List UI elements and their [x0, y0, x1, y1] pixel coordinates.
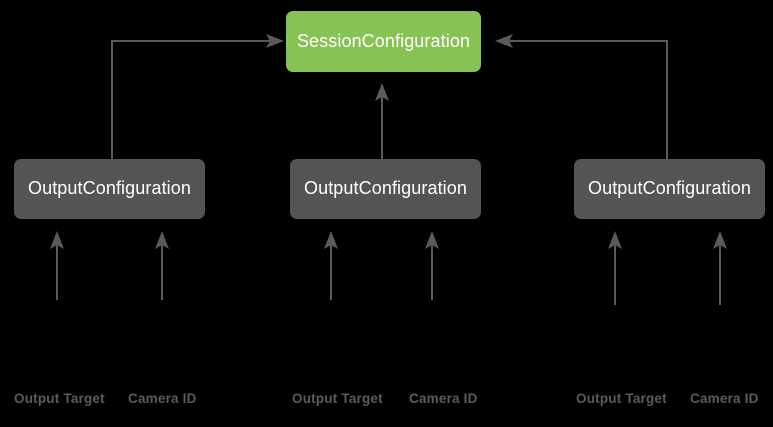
node-output-configuration-1-label: OutputConfiguration: [27, 178, 191, 199]
edge-field2-to-output1: [155, 231, 169, 300]
node-output-configuration-2[interactable]: OutputConfiguration: [290, 159, 481, 219]
arrowhead-icon: [324, 231, 338, 249]
edge-field3-to-output2: [324, 231, 338, 300]
arrowhead-icon: [155, 231, 169, 249]
arrowhead-icon: [608, 231, 622, 249]
node-output-configuration-3[interactable]: OutputConfiguration: [574, 159, 765, 219]
field-label-camera-id-2: Camera ID: [409, 391, 478, 406]
node-session-configuration[interactable]: SessionConfiguration: [286, 11, 481, 72]
arrowhead-icon: [266, 34, 284, 48]
field-label-output-target-1: Output Target: [14, 391, 105, 406]
field-label-output-target-2: Output Target: [292, 391, 383, 406]
arrowhead-icon: [425, 231, 439, 249]
node-output-configuration-2-label: OutputConfiguration: [303, 178, 467, 199]
edge-field5-to-output3: [608, 231, 622, 305]
arrowhead-icon: [495, 34, 513, 48]
arrowhead-icon: [375, 83, 389, 101]
edge-output2-to-session: [375, 83, 389, 159]
edge-field1-to-output1: [50, 231, 64, 300]
edge-output1-to-session: [111, 34, 284, 159]
node-output-configuration-1[interactable]: OutputConfiguration: [14, 159, 205, 219]
arrowhead-icon: [713, 231, 727, 249]
edge-field4-to-output2: [425, 231, 439, 300]
field-label-camera-id-1: Camera ID: [128, 391, 197, 406]
edge-field6-to-output3: [713, 231, 727, 305]
edge-output3-to-session: [495, 34, 668, 159]
arrowhead-icon: [50, 231, 64, 249]
node-session-configuration-label: SessionConfiguration: [296, 30, 471, 51]
node-output-configuration-3-label: OutputConfiguration: [587, 178, 751, 199]
field-label-output-target-3: Output Target: [576, 391, 667, 406]
field-label-camera-id-3: Camera ID: [690, 391, 759, 406]
